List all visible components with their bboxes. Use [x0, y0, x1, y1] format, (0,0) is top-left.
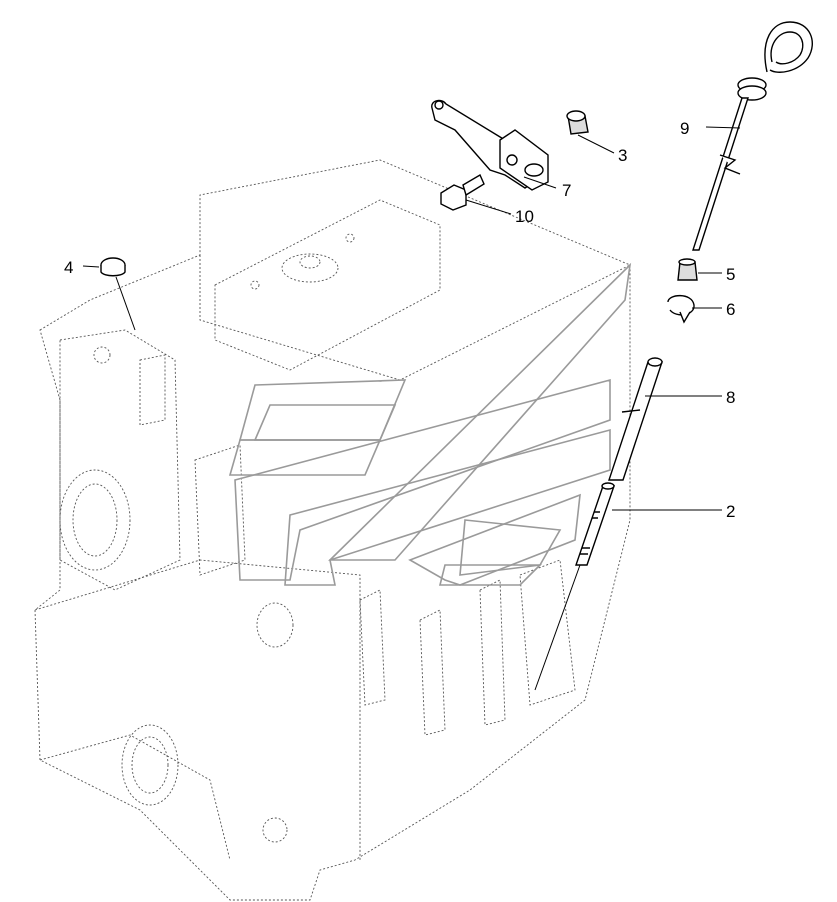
tube-part-8: [608, 357, 663, 481]
bolt-part-10: [440, 173, 485, 211]
fitting-part-5: [677, 258, 698, 281]
lower-tube-part-2: [534, 482, 615, 691]
callout-5: 5: [726, 265, 735, 284]
sleeve-part-3: [566, 110, 589, 135]
clip-part-6: [667, 294, 695, 324]
bracket-part-7: [431, 99, 549, 191]
callout-4: 4: [64, 258, 73, 277]
callout-6: 6: [726, 300, 735, 319]
callout-7: 7: [562, 181, 571, 200]
plug-part-4: [100, 257, 126, 277]
callout-2: 2: [726, 502, 735, 521]
callout-9: 9: [680, 119, 689, 138]
callout-8: 8: [726, 388, 735, 407]
dipstick-part-9: [692, 21, 813, 251]
leader-lines: [82, 126, 741, 511]
watermark-logo: [228, 262, 632, 586]
callout-3: 3: [618, 146, 627, 165]
callout-10: 10: [515, 207, 534, 226]
engine-block-outline: [34, 159, 631, 901]
